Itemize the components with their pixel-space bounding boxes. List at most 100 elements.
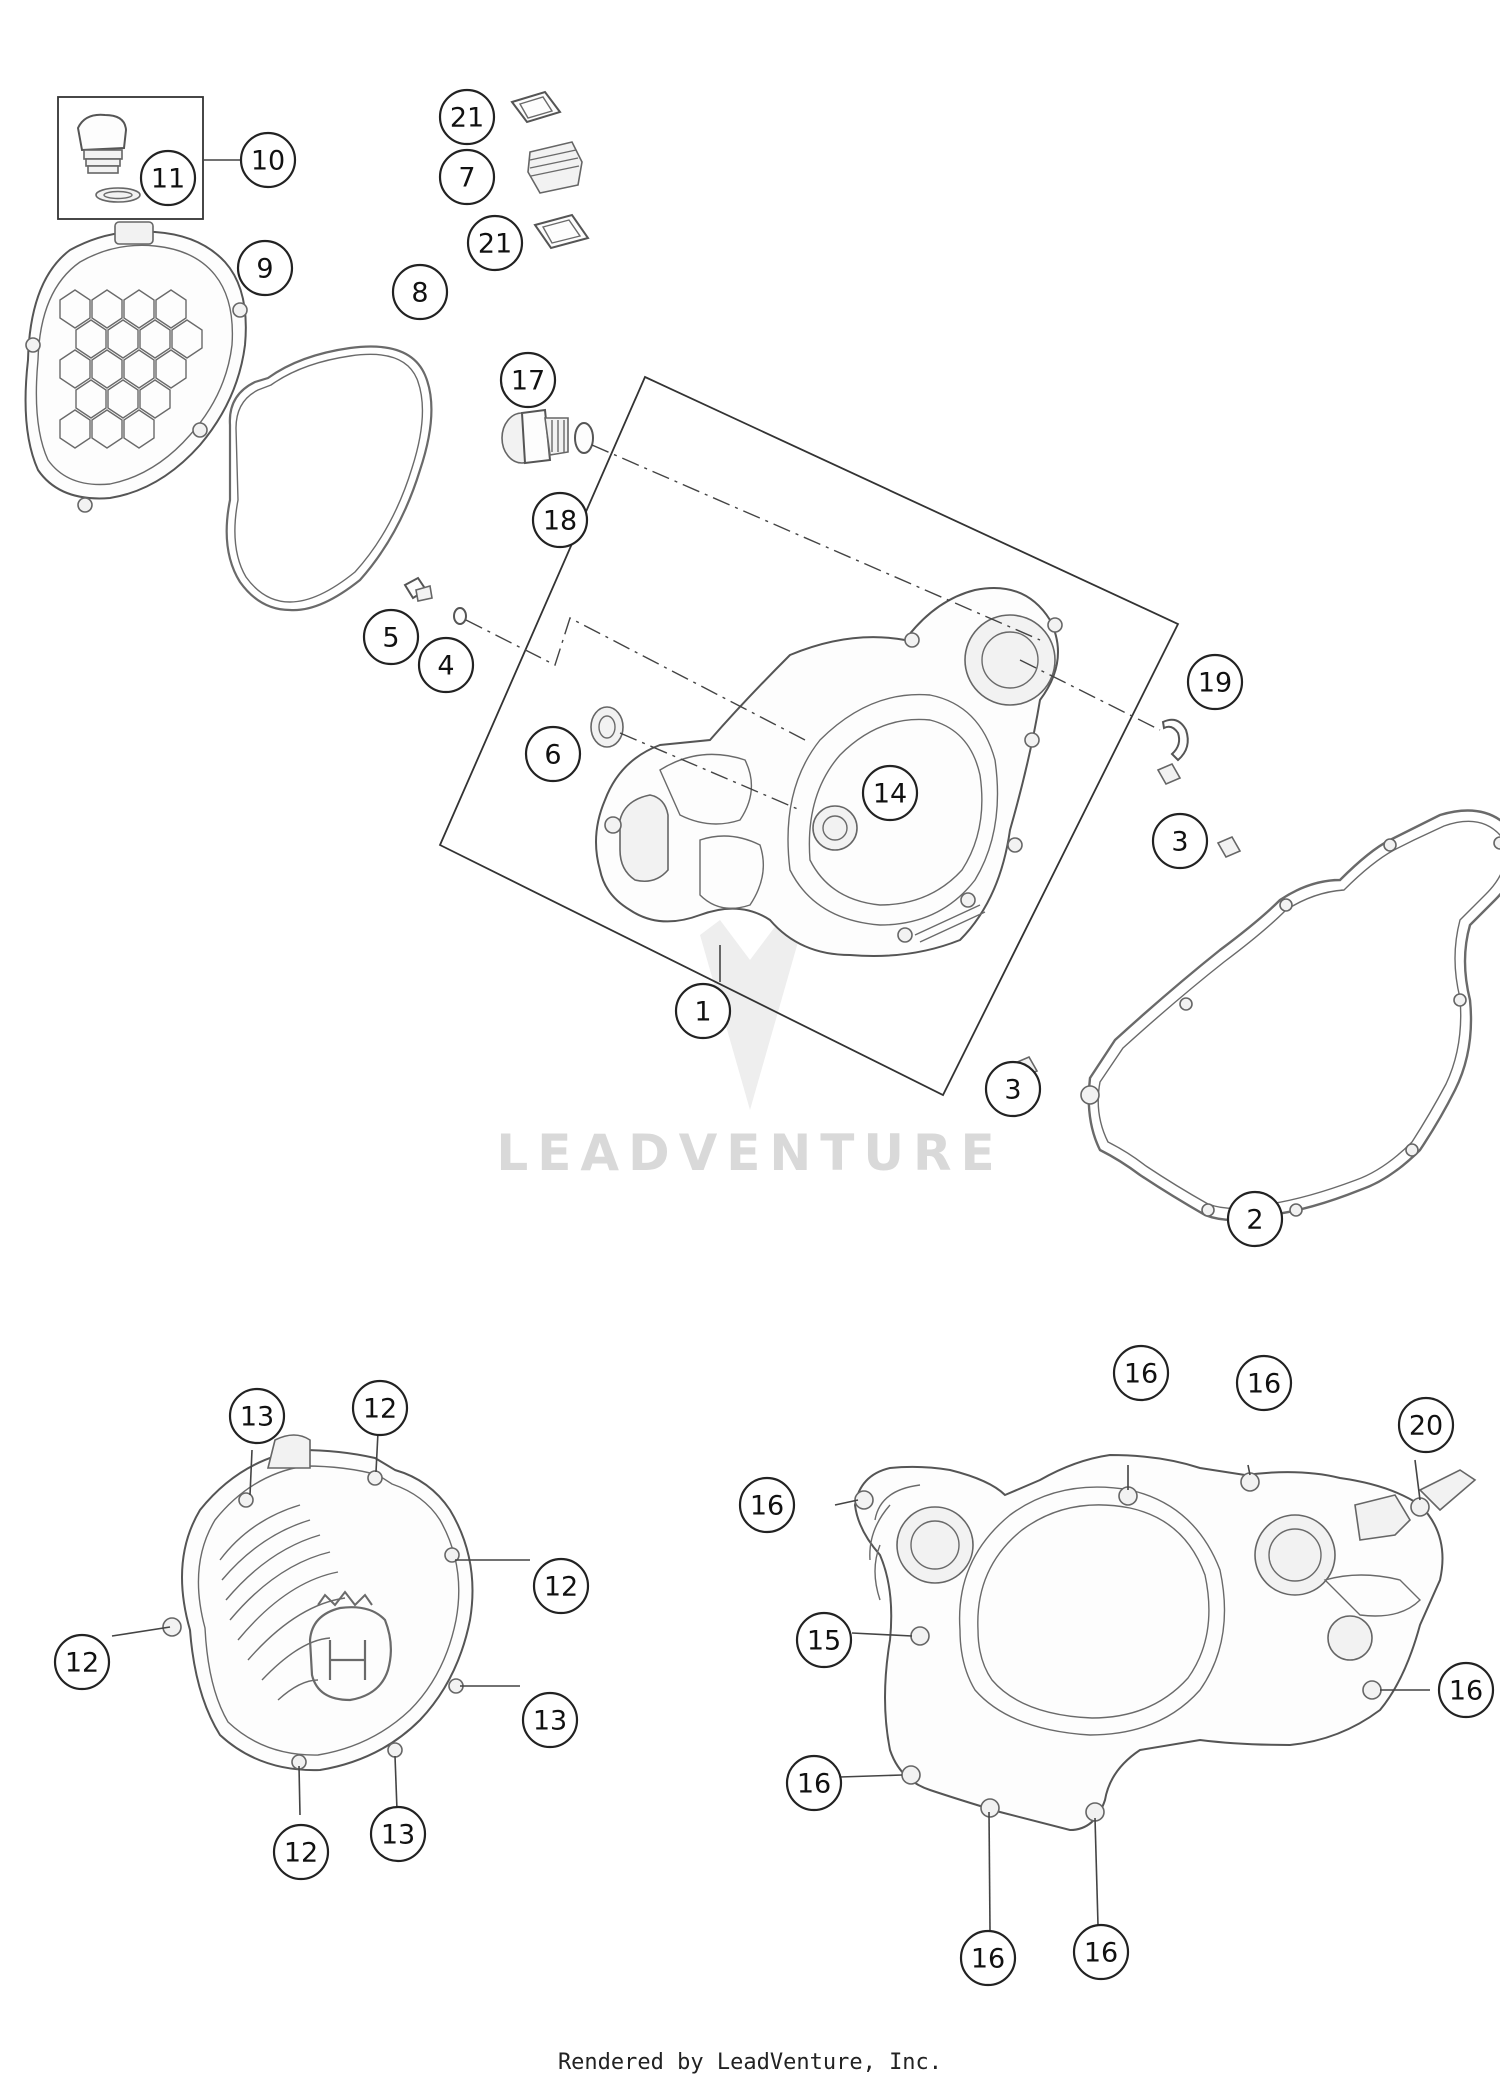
seal-4 <box>453 607 467 625</box>
callout-c15[interactable]: 15 <box>795 1611 853 1669</box>
gasket-21-bottom <box>533 213 590 250</box>
callout-c16g[interactable]: 16 <box>1072 1923 1130 1981</box>
callout-c3b[interactable]: 3 <box>984 1060 1042 1118</box>
callout-c16e[interactable]: 16 <box>785 1754 843 1812</box>
callout-c10[interactable]: 10 <box>239 131 297 189</box>
callout-circle <box>1072 1923 1130 1981</box>
callout-circle <box>228 1387 286 1445</box>
bottom-left-leaders <box>111 1431 530 1816</box>
hex-grill <box>59 289 203 449</box>
callout-c4[interactable]: 4 <box>417 636 475 694</box>
callout-c13c[interactable]: 13 <box>369 1805 427 1863</box>
callout-c16d[interactable]: 16 <box>1437 1661 1495 1719</box>
callout-label: 9 <box>256 254 273 285</box>
crankcase-assembly-box <box>438 375 1180 1097</box>
callout-circle <box>674 982 732 1040</box>
callout-circle <box>984 1060 1042 1118</box>
callout-label: 7 <box>458 163 475 194</box>
callout-c18[interactable]: 18 <box>531 491 589 549</box>
callout-c11[interactable]: 11 <box>139 149 197 207</box>
callout-circle <box>785 1754 843 1812</box>
callout-circle <box>521 1691 579 1749</box>
callout-c21a[interactable]: 21 <box>438 88 496 146</box>
callout-circle <box>1151 812 1209 870</box>
dowel-pin-3b <box>1216 835 1242 859</box>
callout-circle <box>272 1823 330 1881</box>
callout-circle <box>861 764 919 822</box>
callout-c16b[interactable]: 16 <box>1235 1354 1293 1412</box>
callout-c13a[interactable]: 13 <box>228 1387 286 1445</box>
inner-cover-detail <box>853 1453 1477 1832</box>
callout-label: 16 <box>1449 1676 1483 1707</box>
cover-ribs <box>219 1504 346 1701</box>
callout-c14[interactable]: 14 <box>861 764 919 822</box>
callout-c20[interactable]: 20 <box>1397 1396 1455 1454</box>
callout-circle <box>1235 1354 1293 1412</box>
callout-label: 16 <box>750 1491 784 1522</box>
callout-label: 12 <box>65 1648 99 1679</box>
callout-label: 16 <box>797 1769 831 1800</box>
callout-circle <box>391 263 449 321</box>
callout-circle <box>438 148 496 206</box>
callout-circle <box>438 88 496 146</box>
callout-circle <box>369 1805 427 1863</box>
callout-label: 20 <box>1409 1411 1443 1442</box>
footer-credit: Rendered by LeadVenture, Inc. <box>557 2050 943 2075</box>
dowel-pin-3a <box>1156 762 1182 786</box>
callout-circle <box>959 1929 1017 1987</box>
oil-filler-plug <box>76 113 141 203</box>
callout-c7[interactable]: 7 <box>438 148 496 206</box>
callout-circle <box>1112 1344 1170 1402</box>
callout-label: 10 <box>251 146 285 177</box>
callout-circle <box>1397 1396 1455 1454</box>
callout-label: 3 <box>1171 827 1188 858</box>
callout-c12a[interactable]: 12 <box>351 1379 409 1437</box>
callout-c16f[interactable]: 16 <box>959 1929 1017 1987</box>
callout-label: 18 <box>543 506 577 537</box>
callout-c1[interactable]: 1 <box>674 982 732 1040</box>
callout-label: 16 <box>1084 1938 1118 1969</box>
callout-circle <box>499 351 557 409</box>
callout-c9[interactable]: 9 <box>236 239 294 297</box>
callout-c19[interactable]: 19 <box>1186 653 1244 711</box>
callout-label: 15 <box>807 1626 841 1657</box>
callout-c16c[interactable]: 16 <box>738 1476 796 1534</box>
callout-label: 13 <box>240 1402 274 1433</box>
callout-circle <box>362 608 420 666</box>
circlip-19 <box>1161 718 1189 762</box>
callout-c12d[interactable]: 12 <box>272 1823 330 1881</box>
callout-circle <box>466 214 524 272</box>
callout-label: 16 <box>971 1944 1005 1975</box>
outer-clutch-cover <box>24 221 248 513</box>
callout-circle <box>524 725 582 783</box>
callout-label: 6 <box>544 740 561 771</box>
callout-c12b[interactable]: 12 <box>532 1557 590 1615</box>
callout-c16a[interactable]: 16 <box>1112 1344 1170 1402</box>
callout-circle <box>351 1379 409 1437</box>
callout-c5[interactable]: 5 <box>362 608 420 666</box>
callout-circle <box>532 1557 590 1615</box>
callout-c13b[interactable]: 13 <box>521 1691 579 1749</box>
callout-circle <box>795 1611 853 1669</box>
callout-circle <box>1226 1190 1284 1248</box>
gasket-21-top <box>510 90 562 124</box>
callout-c17[interactable]: 17 <box>499 351 557 409</box>
inner-clutch-cover <box>595 587 1063 957</box>
callout-circle <box>531 491 589 549</box>
callout-c21b[interactable]: 21 <box>466 214 524 272</box>
callout-label: 11 <box>151 164 185 195</box>
oil-plug-group-box <box>57 96 204 220</box>
callout-c8[interactable]: 8 <box>391 263 449 321</box>
assembly-line-4 <box>465 616 806 741</box>
callout-c2[interactable]: 2 <box>1226 1190 1284 1248</box>
callout-c3a[interactable]: 3 <box>1151 812 1209 870</box>
callout-label: 17 <box>511 366 545 397</box>
callout-c12c[interactable]: 12 <box>53 1633 111 1691</box>
callout-circle <box>53 1633 111 1691</box>
callout-c6[interactable]: 6 <box>524 725 582 783</box>
shaft-seal-6 <box>590 706 624 748</box>
assembly-line-19 <box>1019 659 1161 731</box>
plug-17 <box>501 408 569 465</box>
callout-circle <box>239 131 297 189</box>
